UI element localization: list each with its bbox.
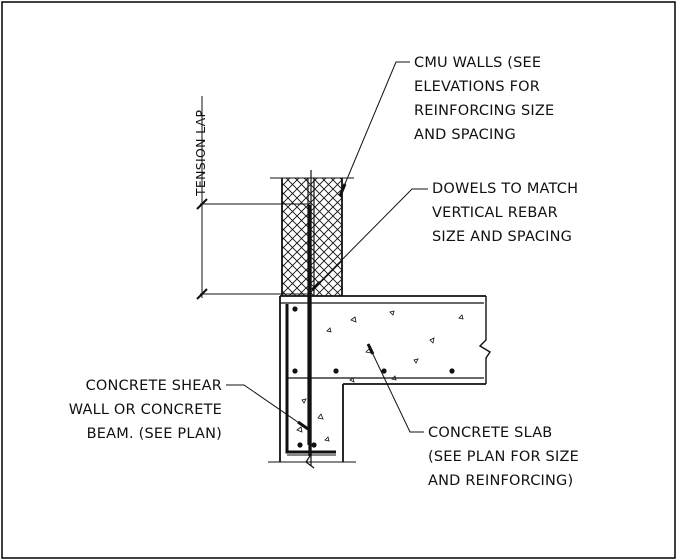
callout-dowels: DOWELS TO MATCH VERTICAL REBAR SIZE AND … (432, 181, 578, 245)
leader-slab (366, 343, 424, 433)
dowels-line-2: VERTICAL REBAR (432, 205, 558, 221)
concrete-shear-wall (268, 296, 356, 463)
callout-cmu-walls: CMU WALLS (SEE ELEVATIONS FOR REINFORCIN… (414, 55, 554, 143)
cmu-walls-line-3: REINFORCING SIZE (414, 103, 554, 119)
tension-lap-dimension (196, 96, 310, 300)
leader-shear-wall (226, 384, 309, 431)
slab-line-3: AND REINFORCING) (428, 473, 573, 489)
cmu-walls-line-1: CMU WALLS (SEE (414, 55, 541, 71)
concrete-slab (280, 295, 491, 448)
callout-slab: CONCRETE SLAB (SEE PLAN FOR SIZE AND REI… (428, 425, 579, 489)
shear-wall-line-1: CONCRETE SHEAR (86, 378, 222, 394)
shear-wall-line-3: BEAM. (SEE PLAN) (87, 426, 222, 442)
slab-line-1: CONCRETE SLAB (428, 425, 552, 441)
cmu-wall (270, 177, 354, 296)
tension-lap-label: TENSION LAP (193, 110, 208, 197)
vertical-rebar (305, 170, 315, 469)
dowels-line-3: SIZE AND SPACING (432, 229, 572, 245)
shear-wall-line-2: WALL OR CONCRETE (69, 402, 222, 418)
callout-shear-wall: CONCRETE SHEAR WALL OR CONCRETE BEAM. (S… (69, 378, 222, 442)
leader-cmu-walls (338, 61, 410, 197)
leader-dowels (310, 188, 428, 292)
cmu-walls-line-4: AND SPACING (414, 127, 516, 143)
cmu-walls-line-2: ELEVATIONS FOR (414, 79, 540, 95)
slab-line-2: (SEE PLAN FOR SIZE (428, 449, 579, 465)
dowels-line-1: DOWELS TO MATCH (432, 181, 578, 197)
